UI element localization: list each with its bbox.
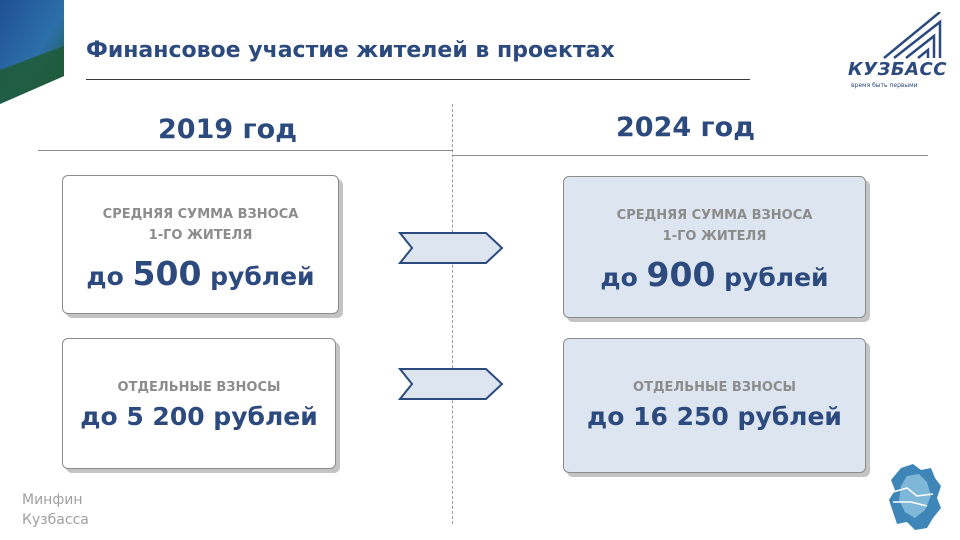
- footer-ministry: Минфин Кузбасса: [22, 492, 89, 528]
- title-underline: [86, 79, 750, 80]
- logo-wordmark: КУЗБАСС: [848, 59, 947, 80]
- year-2024-heading: 2024 год: [616, 112, 756, 143]
- card-label: ОТДЕЛЬНЫЕ ВЗНОСЫ: [117, 380, 281, 395]
- card-amount: до 900 рублей: [600, 255, 829, 294]
- card-average-2024: СРЕДНЯЯ СУММА ВЗНОСА 1-ГО ЖИТЕЛЯ до 900 …: [563, 176, 866, 318]
- card-amount: до 5 200 рублей: [80, 402, 318, 431]
- page-title: Финансовое участие жителей в проектах: [86, 38, 615, 63]
- card-label: СРЕДНЯЯ СУММА ВЗНОСА 1-ГО ЖИТЕЛЯ: [102, 207, 299, 243]
- divider-right: [452, 155, 928, 156]
- chevron-arrow-icon: [398, 368, 504, 400]
- card-separate-2024: ОТДЕЛЬНЫЕ ВЗНОСЫ до 16 250 рублей: [563, 338, 866, 473]
- vertical-divider: [452, 104, 453, 524]
- kuzbass-emblem-icon: [889, 464, 941, 530]
- card-label: СРЕДНЯЯ СУММА ВЗНОСА 1-ГО ЖИТЕЛЯ: [616, 208, 813, 244]
- divider-left: [38, 150, 452, 151]
- logo-tagline: время быть первыми: [851, 82, 918, 89]
- card-separate-2019: ОТДЕЛЬНЫЕ ВЗНОСЫ до 5 200 рублей: [62, 338, 336, 469]
- card-average-2019: СРЕДНЯЯ СУММА ВЗНОСА 1-ГО ЖИТЕЛЯ до 500 …: [62, 175, 339, 314]
- corner-decoration: [0, 0, 64, 104]
- card-label: ОТДЕЛЬНЫЕ ВЗНОСЫ: [633, 380, 796, 395]
- year-2019-heading: 2019 год: [158, 114, 298, 145]
- card-amount: до 16 250 рублей: [587, 402, 842, 431]
- card-amount: до 500 рублей: [86, 254, 315, 293]
- kuzbass-logo-icon: [883, 12, 942, 59]
- chevron-arrow-icon: [398, 232, 504, 264]
